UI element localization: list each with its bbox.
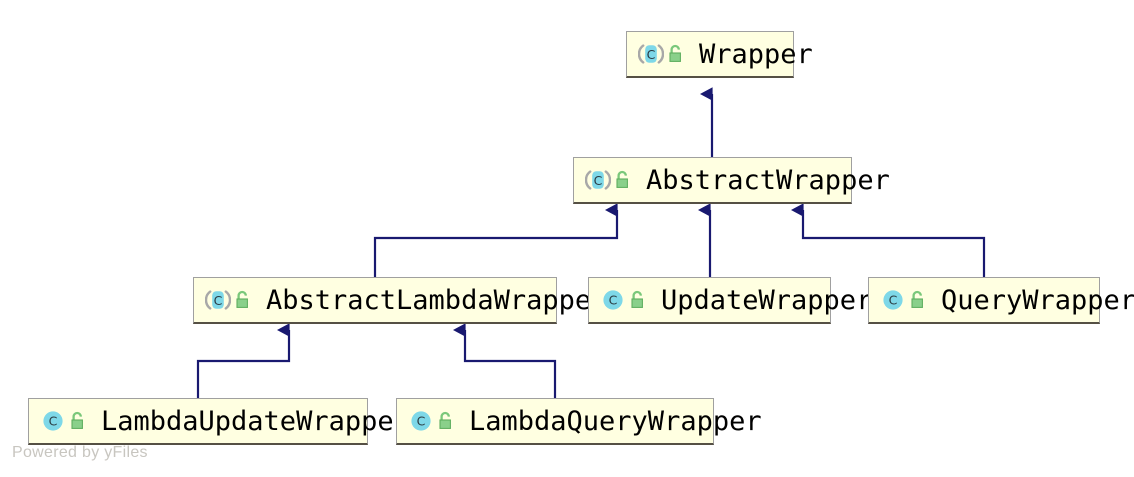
node-icon-group: C <box>205 287 252 313</box>
uml-node-lambda-query-wrapper[interactable]: C LambdaQueryWrapper <box>396 398 762 445</box>
uml-node-label: LambdaQueryWrapper <box>469 405 762 437</box>
unlocked-padlock-icon <box>631 290 643 308</box>
edge-lambdaupdatewrapper-to-abstractlambdawrapper <box>196 323 291 398</box>
abstract-class-icon: C <box>205 290 231 310</box>
svg-text:C: C <box>889 293 898 308</box>
unlocked-padlock-icon <box>236 290 248 308</box>
uml-node-wrapper[interactable]: C Wrapper <box>626 31 813 78</box>
uml-node-lambda-update-wrapper[interactable]: C LambdaUpdateWrapper <box>28 398 410 445</box>
uml-node-label: QueryWrapper <box>941 284 1134 316</box>
unlocked-padlock-icon <box>616 170 628 188</box>
svg-text:C: C <box>417 414 426 429</box>
abstract-class-icon: C <box>638 44 664 64</box>
edge-abstractlambdawrapper-to-abstractwrapper <box>373 203 619 277</box>
edge-lambdaquerywrapper-to-abstractlambdawrapper <box>452 323 557 398</box>
unlocked-padlock-icon <box>669 44 681 62</box>
uml-node-abstract-wrapper[interactable]: C AbstractWrapper <box>573 157 890 204</box>
svg-text:C: C <box>647 47 656 62</box>
svg-text:C: C <box>609 293 618 308</box>
svg-text:C: C <box>49 414 58 429</box>
uml-node-label: AbstractLambdaWrapper <box>266 284 608 316</box>
class-icon: C <box>603 290 623 310</box>
edge-querywrapper-to-abstractwrapper <box>790 203 986 277</box>
unlocked-padlock-icon <box>71 411 83 429</box>
class-icon: C <box>883 290 903 310</box>
yfiles-watermark: Powered by yFiles <box>12 444 148 461</box>
uml-node-label: Wrapper <box>699 38 813 70</box>
uml-node-label: UpdateWrapper <box>661 284 873 316</box>
uml-node-label: AbstractWrapper <box>646 164 890 196</box>
node-icon-group: C <box>40 408 87 434</box>
node-icon-group: C <box>638 41 685 67</box>
svg-text:C: C <box>594 173 603 188</box>
node-icon-group: C <box>408 408 455 434</box>
uml-node-label: LambdaUpdateWrapper <box>101 405 410 437</box>
abstract-class-icon: C <box>585 170 611 190</box>
unlocked-padlock-icon <box>911 290 923 308</box>
node-icon-group: C <box>585 167 632 193</box>
uml-node-abstract-lambda-wrapper[interactable]: C AbstractLambdaWrapper <box>193 277 607 324</box>
class-icon: C <box>43 411 63 431</box>
node-icon-group: C <box>880 287 927 313</box>
node-icon-group: C <box>600 287 647 313</box>
unlocked-padlock-icon <box>439 411 451 429</box>
uml-node-update-wrapper[interactable]: C UpdateWrapper <box>588 277 872 324</box>
svg-text:C: C <box>214 293 223 308</box>
class-icon: C <box>411 411 431 431</box>
uml-node-query-wrapper[interactable]: C QueryWrapper <box>868 277 1134 324</box>
